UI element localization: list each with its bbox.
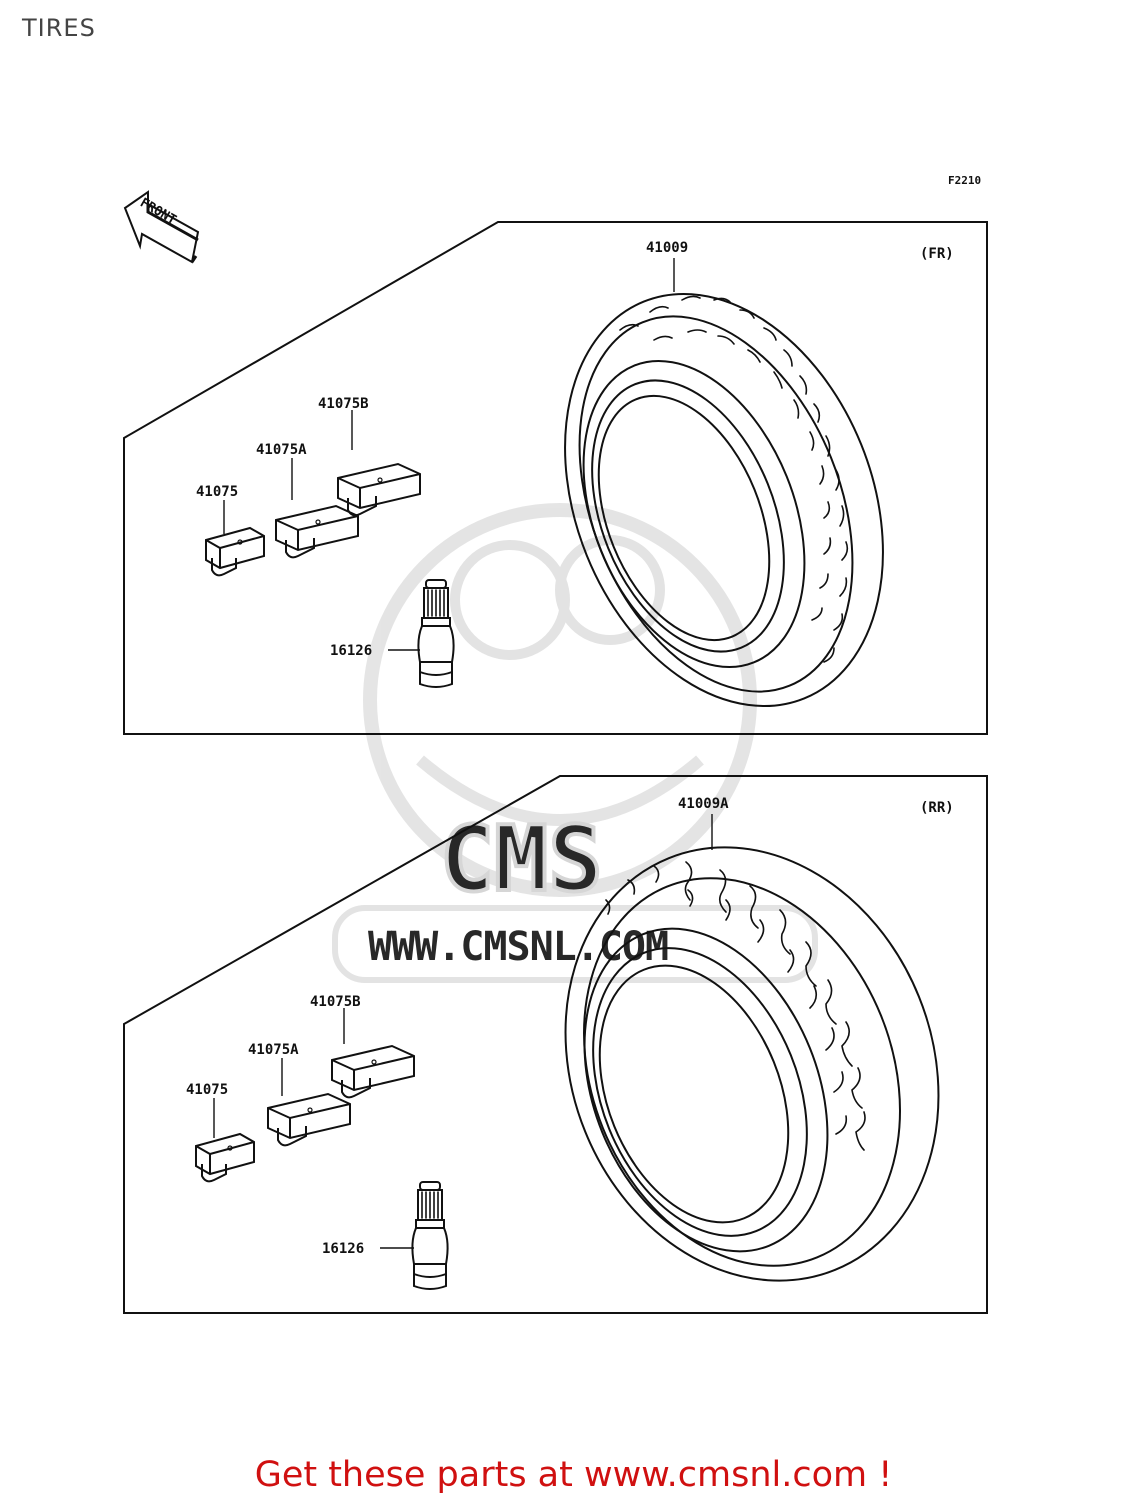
front-tire [564,292,884,708]
front-weight-41075B [337,463,421,517]
rear-weight-41075B-label: 41075B [310,994,361,1010]
ref-code: F2210 [948,174,981,187]
cms-parts-link[interactable]: Get these parts at www.cmsnl.com ! [254,1455,893,1495]
front-tire-part-label: 41009 [646,240,688,256]
rear-tire-part-label: 41009A [678,796,729,812]
watermark-logo-text: CMS [440,807,603,912]
front-position-tag: (FR) [920,246,954,262]
watermark-logo: CMS WWW.CMSNL.COM [332,503,818,983]
rear-valve [411,1181,449,1290]
rear-valve-part-label: 16126 [322,1241,364,1257]
front-panel: (FR) 41009 41075 41075A 41075B 16126 [123,221,988,735]
front-weight-41075A-label: 41075A [256,442,307,458]
front-weight-41075B-label: 41075B [318,396,369,412]
front-weight-41075A [275,505,359,559]
rear-weight-41075 [195,1133,255,1183]
rear-weight-41075B [331,1045,415,1099]
front-weight-41075-label: 41075 [196,484,238,500]
rear-panel: (RR) 41009A 41075 41075A 41075B 16126 [123,775,988,1314]
rear-weight-41075A [267,1093,351,1147]
watermark-url: WWW.CMSNL.COM [368,924,668,970]
rear-weight-41075A-label: 41075A [248,1042,299,1058]
rear-weight-41075-label: 41075 [186,1082,228,1098]
front-valve-part-label: 16126 [330,643,372,659]
rear-tire [564,846,940,1282]
front-valve [417,579,455,688]
page-title: TIRES [22,14,96,42]
front-weight-41075 [205,527,265,577]
front-arrow-icon: FRONT [123,190,200,264]
rear-position-tag: (RR) [920,800,954,816]
parts-diagram: CMS WWW.CMSNL.COM F2210 FRONT (FR) 41009… [123,174,988,1314]
